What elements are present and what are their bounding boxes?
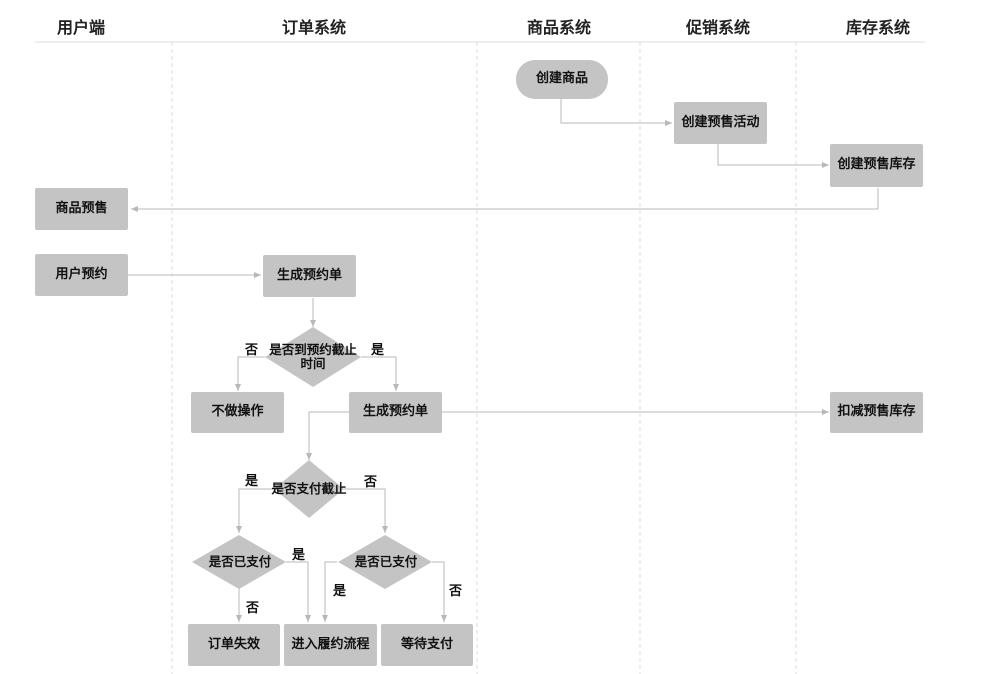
edge-paidright-yes (322, 561, 337, 622)
node-order-invalid[interactable]: 订单失效 (188, 624, 280, 666)
lane-title-user: 用户端 (56, 18, 105, 37)
node-product-presale[interactable]: 商品预售 (35, 188, 128, 230)
node-user-reserve[interactable]: 用户预约 (35, 254, 128, 296)
decision-payment-deadline (274, 460, 344, 518)
decision-label-payment-deadline: 是否支付截止 (271, 480, 347, 496)
decision-label-reached-deadline: 是否到预约截止时间 (269, 341, 357, 371)
lane-title-product: 商品系统 (526, 18, 591, 37)
edge-paydeadline-yes (236, 488, 274, 533)
branch-label-no-2: 否 (364, 475, 378, 490)
branch-label-yes-2: 是 (245, 474, 259, 489)
decision-label-paid-right: 是否已支付 (354, 553, 418, 569)
edge-stock-to-presale (131, 188, 879, 212)
branch-label-no-1: 否 (245, 343, 259, 358)
edge-activity-to-stock (717, 144, 829, 168)
edge-paidright-no (432, 561, 447, 622)
node-gen-reservation-2[interactable]: 生成预约单 (349, 392, 442, 433)
node-gen-reservation-1[interactable]: 生成预约单 (263, 255, 356, 297)
node-create-product[interactable]: 创建商品 (516, 60, 608, 99)
branch-label-no-3: 否 (246, 601, 260, 616)
edge-decision-no (235, 356, 265, 391)
lane-title-promotion: 促销系统 (685, 18, 750, 37)
lane-title-order: 订单系统 (281, 18, 346, 37)
branch-label-yes-4: 是 (333, 584, 347, 599)
edge-decision-yes (361, 356, 399, 391)
node-deduct-presale-stock[interactable]: 扣减预售库存 (830, 392, 923, 433)
node-no-operation[interactable]: 不做操作 (191, 392, 284, 433)
node-create-presale-stock[interactable]: 创建预售库存 (830, 144, 923, 187)
branch-label-no-4: 否 (449, 584, 463, 599)
branch-label-yes-3: 是 (292, 548, 306, 563)
decision-reached-deadline (265, 327, 361, 387)
decision-paid-right (338, 535, 432, 589)
decision-label-paid-left: 是否已支付 (208, 553, 272, 569)
edge-paydeadline-no (344, 488, 388, 533)
node-wait-payment[interactable]: 等待支付 (381, 624, 473, 666)
edge-paidleft-yes (286, 561, 311, 622)
branch-label-yes-1: 是 (371, 343, 385, 358)
edge-product-to-activity (560, 99, 672, 126)
node-enter-fulfillment[interactable]: 进入履约流程 (284, 624, 377, 666)
decision-paid-left (192, 535, 286, 589)
node-create-presale-activity[interactable]: 创建预售活动 (674, 102, 767, 144)
lane-title-stock: 库存系统 (845, 18, 910, 37)
edge-order2-to-paydeadline (306, 411, 349, 460)
